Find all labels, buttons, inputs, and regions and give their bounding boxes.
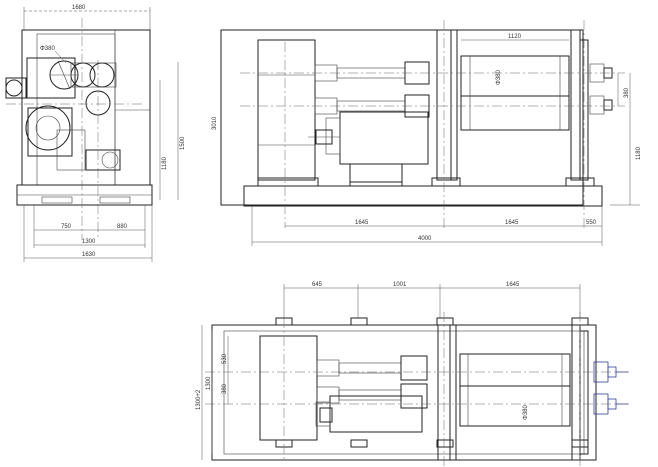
front-dia-length: 1120 bbox=[508, 34, 522, 40]
front-total-length: 4000 bbox=[418, 236, 432, 242]
side-view: 1680 Φ380 bbox=[5, 5, 186, 262]
top-dim-b: 1300 bbox=[206, 376, 212, 390]
front-height-b: 1180 bbox=[636, 146, 642, 160]
side-base-left: 750 bbox=[61, 224, 72, 230]
top-view: 645 1001 1645 bbox=[196, 282, 632, 466]
front-right-end: 550 bbox=[586, 220, 597, 226]
front-width-right: 1645 bbox=[505, 220, 519, 226]
top-total-height: 1300+2 bbox=[196, 389, 202, 410]
front-roll-dia: Φ380 bbox=[496, 70, 502, 85]
front-height-a: 380 bbox=[624, 87, 630, 98]
top-seg-a: 645 bbox=[312, 282, 323, 288]
side-pulley-dia: Φ380 bbox=[40, 46, 55, 52]
front-view: 3010 Φ380 1120 bbox=[212, 20, 642, 246]
side-base-width: 1300 bbox=[82, 239, 96, 245]
side-base-total: 1630 bbox=[82, 252, 96, 258]
front-overall-height: 3010 bbox=[212, 116, 218, 130]
top-seg-c: 1645 bbox=[506, 282, 520, 288]
top-dim-a: 530 bbox=[222, 353, 228, 364]
side-height-a: 1180 bbox=[162, 156, 168, 170]
side-height-b: 1500 bbox=[180, 136, 186, 150]
top-dim-c: 380 bbox=[222, 383, 228, 394]
side-base-right: 880 bbox=[117, 224, 128, 230]
front-width-left: 1645 bbox=[355, 220, 369, 226]
top-roll-dia: Φ380 bbox=[523, 405, 529, 420]
top-seg-b: 1001 bbox=[393, 282, 407, 288]
side-top-width: 1680 bbox=[72, 5, 86, 11]
